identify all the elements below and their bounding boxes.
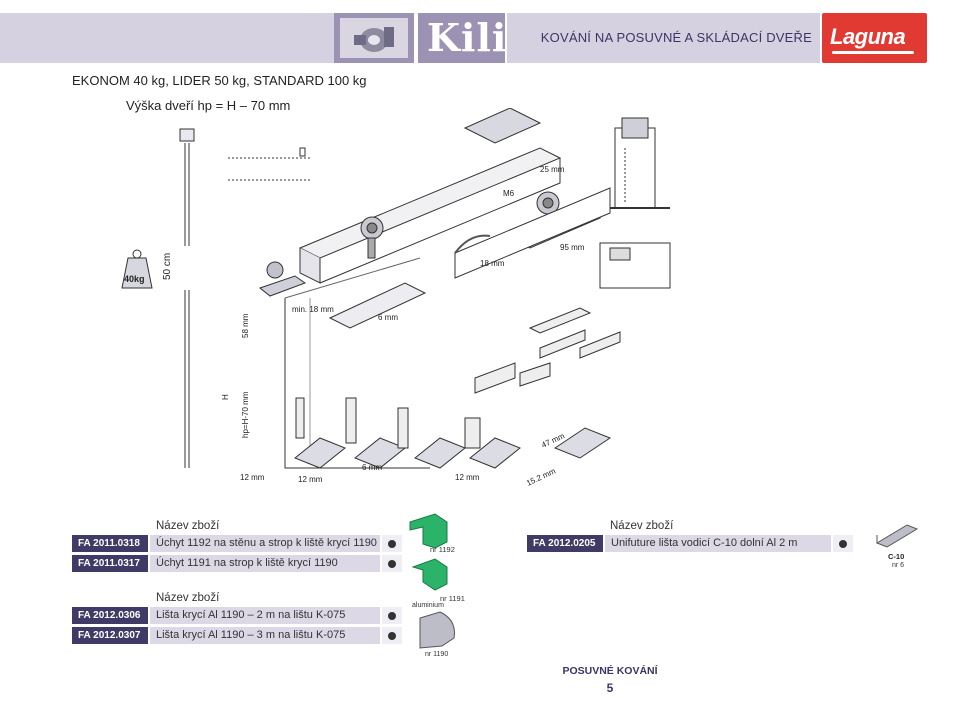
table2-header: Název zboží bbox=[610, 520, 674, 532]
table3-row2-code: FA 2012.0307 bbox=[72, 627, 148, 644]
nr1192-label: nr 1192 bbox=[430, 545, 455, 554]
table1-row1-dot bbox=[382, 535, 402, 552]
laguna-logo: Laguna bbox=[822, 13, 927, 63]
footer-section-title: POSUVNÉ KOVÁNÍ bbox=[562, 665, 658, 677]
table3-row1-code: FA 2012.0306 bbox=[72, 607, 148, 624]
table3-row2-dot bbox=[382, 627, 402, 644]
table3-row1-desc: Lišta krycí Al 1190 – 2 m na lištu K-075 bbox=[150, 607, 380, 624]
m6-label: M6 bbox=[503, 189, 515, 198]
mounting-plate bbox=[463, 108, 542, 144]
dim-min18-label: min. 18 mm bbox=[292, 305, 334, 314]
cover-profile-icon bbox=[419, 611, 455, 649]
guide-profiles bbox=[474, 307, 621, 394]
rod-clip-icon bbox=[179, 128, 195, 142]
green-bracket-icon bbox=[409, 513, 448, 591]
table1-header: Název zboží bbox=[156, 520, 220, 532]
table3-header: Název zboží bbox=[156, 592, 220, 604]
weight-icon bbox=[121, 257, 153, 289]
series-line: EKONOM 40 kg, LIDER 50 kg, STANDARD 100 … bbox=[72, 73, 367, 88]
table3-row2-desc: Lišta krycí Al 1190 – 3 m na lištu K-075 bbox=[150, 627, 380, 644]
table1-row2-desc: Úchyt 1191 na strop k liště krycí 1190 bbox=[150, 555, 380, 572]
table1-row2-code: FA 2011.0317 bbox=[72, 555, 148, 572]
dim-95-label: 95 mm bbox=[560, 243, 585, 252]
door-height-line: Výška dveří hp = H – 70 mm bbox=[126, 98, 291, 113]
header-band-right bbox=[507, 13, 820, 63]
table1-row1-code: FA 2011.0318 bbox=[72, 535, 148, 552]
trolley-left bbox=[360, 216, 384, 259]
laguna-logo-swoosh bbox=[832, 51, 914, 54]
table1-row2-dot bbox=[382, 555, 402, 572]
floor-guides bbox=[294, 397, 612, 469]
hanger-bracket bbox=[258, 261, 307, 297]
table2-row1-dot bbox=[833, 535, 853, 552]
nr1190-label: nr 1190 bbox=[425, 651, 449, 658]
nr6-label: nr 6 bbox=[892, 562, 905, 569]
page-title: KOVÁNÍ NA POSUVNÉ A SKLÁDACÍ DVEŘE bbox=[540, 30, 812, 45]
dim-18-label: 18 mm bbox=[480, 259, 505, 268]
dim-h-label: H bbox=[221, 394, 230, 400]
header-band-left bbox=[0, 13, 334, 63]
dim-hp-label: hp=H-70 mm bbox=[241, 391, 250, 438]
size-50-label: 50 cm bbox=[162, 253, 173, 280]
technical-drawing: 40kg 50 cm 58 mm H hp=H-70 mm bbox=[121, 108, 671, 488]
table1-row1-desc: Úchyt 1192 na stěnu a strop k liště kryc… bbox=[150, 535, 380, 552]
dim-6a-label: 6 mm bbox=[378, 313, 398, 322]
bottom-plate bbox=[328, 282, 427, 329]
page-number: 5 bbox=[606, 681, 614, 695]
dim-152-label: 15.2 mm bbox=[525, 466, 557, 487]
dim-6b-label: 6 mm bbox=[362, 463, 382, 472]
roller-photo-icon bbox=[340, 18, 408, 58]
dim-12c-label: 12 mm bbox=[455, 473, 480, 482]
aluminium-label: aluminium bbox=[412, 602, 444, 609]
nr1191-label: nr 1191 bbox=[440, 594, 465, 603]
kili-logo-text: Kili bbox=[427, 15, 508, 60]
section-detail bbox=[614, 127, 656, 209]
c10-label: C-10 bbox=[888, 552, 905, 561]
table2-row1-desc: Unifuture lišta vodicí C-10 dolní Al 2 m bbox=[605, 535, 831, 552]
door-outline bbox=[284, 298, 430, 469]
arrow-icon bbox=[454, 234, 491, 254]
dim-12a-label: 12 mm bbox=[240, 473, 265, 482]
dim-25-label: 25 mm bbox=[540, 165, 565, 174]
laguna-logo-text: Laguna bbox=[830, 24, 906, 49]
table3-row1-dot bbox=[382, 607, 402, 624]
kili-logo: Kili bbox=[418, 13, 508, 63]
c10-profile-icon bbox=[875, 524, 919, 548]
header-product-photo bbox=[334, 13, 414, 63]
table2-row1-code: FA 2012.0205 bbox=[527, 535, 603, 552]
dim-12b-label: 12 mm bbox=[298, 475, 323, 484]
dim-58-label: 58 mm bbox=[241, 313, 250, 338]
load-label: 40kg bbox=[124, 274, 145, 284]
